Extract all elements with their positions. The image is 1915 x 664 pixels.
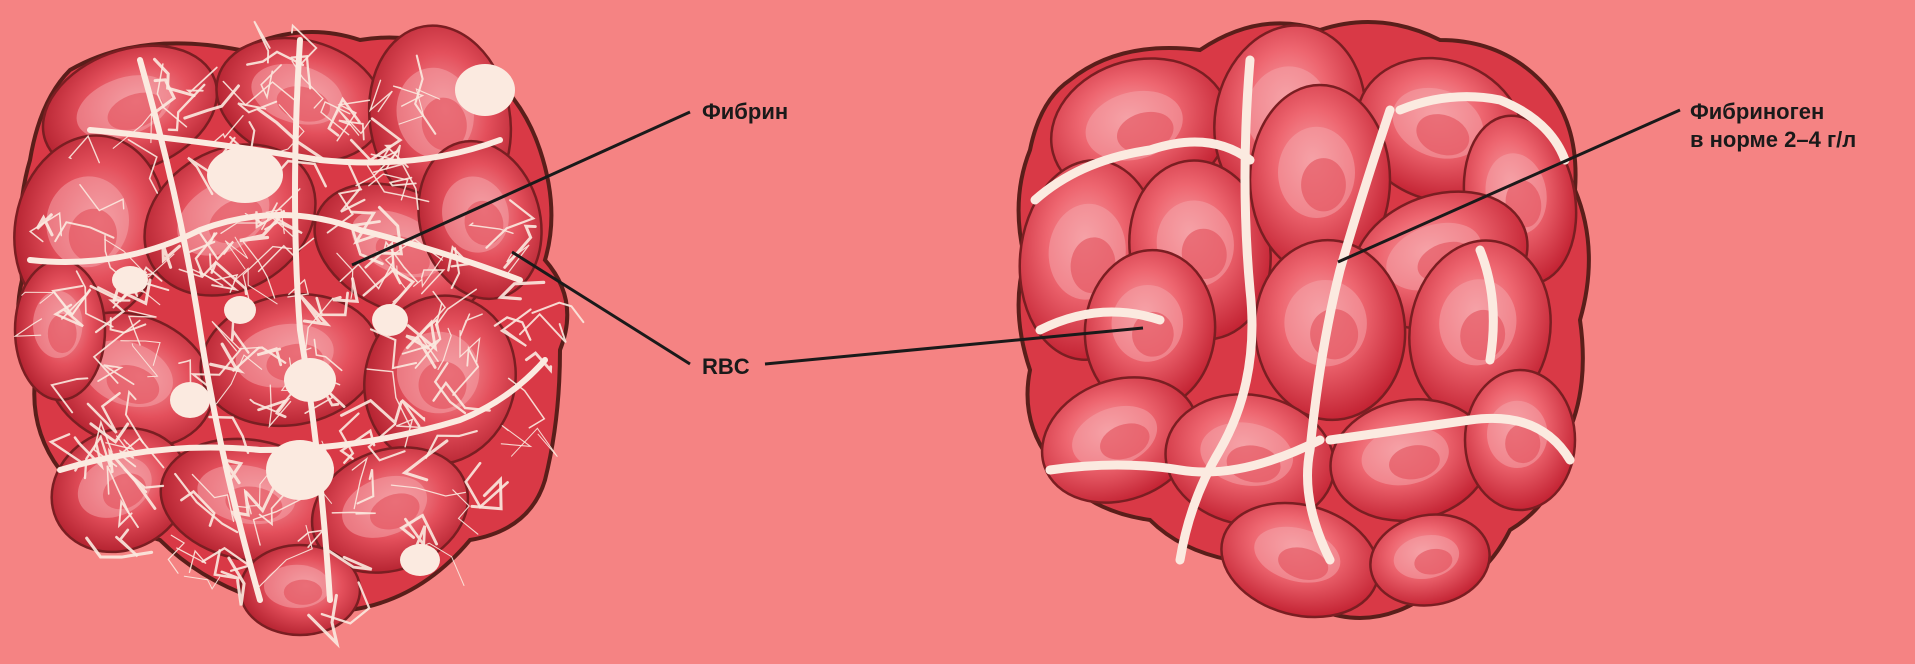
label-fibrinogen-name: Фибриноген bbox=[1690, 98, 1856, 126]
label-rbc: RBC bbox=[702, 353, 750, 381]
fibrin-clot bbox=[0, 14, 583, 643]
red-blood-cell bbox=[15, 260, 105, 400]
fibrinogen-clot bbox=[1012, 13, 1589, 633]
label-fibrinogen-norm: в норме 2–4 г/л bbox=[1690, 126, 1856, 154]
label-fibrinogen: Фибриноген в норме 2–4 г/л bbox=[1690, 98, 1856, 154]
label-fibrin: Фибрин bbox=[702, 98, 788, 126]
